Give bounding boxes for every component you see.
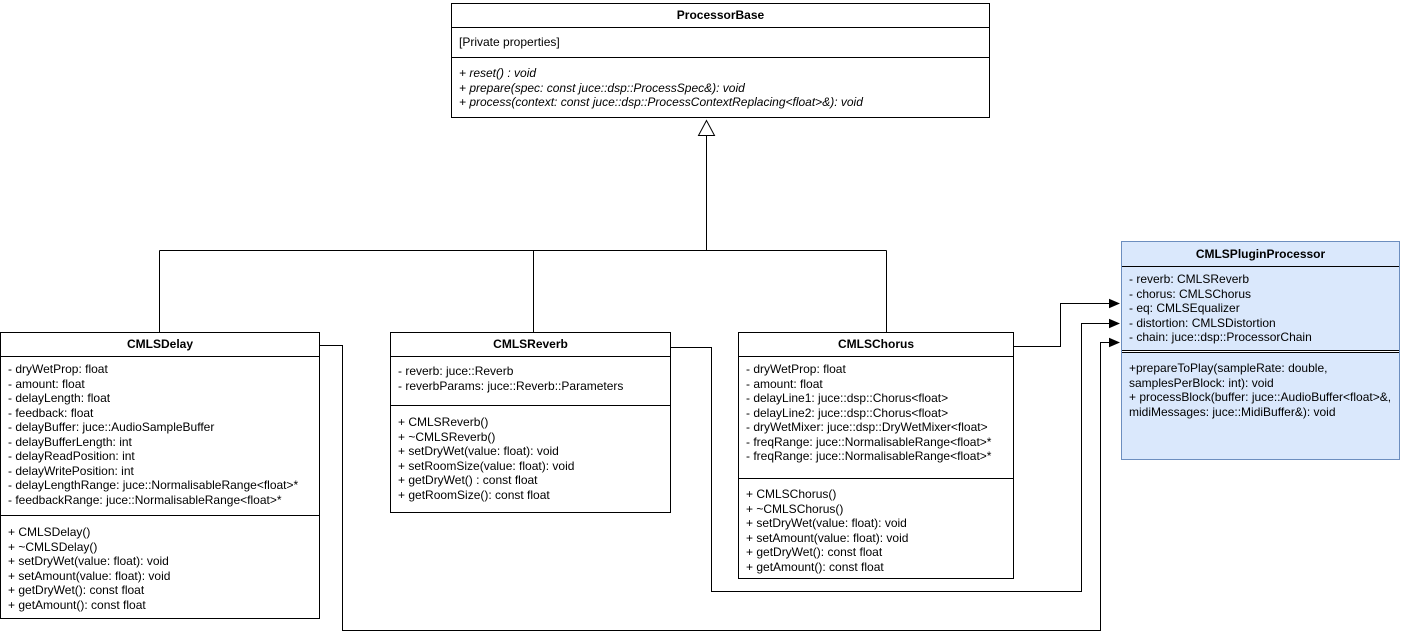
member-row: + CMLSChorus() [746,487,837,501]
member-row: + getDryWet(): const float [746,545,883,559]
member-row: + CMLSDelay() [8,525,91,539]
member-row: - delayLengthRange: juce::NormalisableRa… [8,478,299,492]
member-row: - amount: float [746,376,823,391]
methods-section: + CMLSDelay()+ ~CMLSDelay()+ setDryWet(v… [1,515,319,612]
class-title: CMLSDelay [1,333,319,357]
member-row: + reset() : void [459,66,537,80]
member-row: + prepare(spec: const juce::dsp::Process… [459,80,745,95]
class-title: CMLSChorus [739,333,1013,357]
inheritance-connector [159,135,887,332]
methods-section: + CMLSChorus()+ ~CMLSChorus()+ setDryWet… [739,478,1013,574]
member-row: + CMLSReverb() [398,415,489,429]
association-chorus-to-plugin [1014,303,1110,347]
member-row: + getDryWet(): const float [8,583,145,597]
member-row: - delayReadPosition: int [8,449,135,463]
member-row: - chorus: CMLSChorus [1129,286,1252,301]
member-row: - dryWetMixer: juce::dsp::DryWetMixer<fl… [746,420,988,434]
member-row: + setAmount(value: float): void [8,568,171,583]
member-row: + ~CMLSDelay() [8,539,98,554]
attributes-section: - reverb: CMLSReverb- chorus: CMLSChorus… [1122,267,1399,350]
methods-section: + reset() : void+ prepare(spec: const ju… [452,57,989,110]
member-row: - delayBufferLength: int [8,434,132,449]
association-arrowhead-icon [1109,337,1120,348]
methods-section: + CMLSReverb()+ ~CMLSReverb()+ setDryWet… [391,405,670,502]
member-row: - chain: juce::dsp::ProcessorChain [1129,330,1312,344]
member-row: + setDryWet(value: float): void [398,444,559,458]
member-row: + setAmount(value: float): void [746,530,909,545]
member-row: + setDryWet(value: float): void [8,554,169,568]
member-row: - dryWetProp: float [8,362,108,376]
member-row: - feedback: float [8,405,94,420]
association-arrowhead-icon [1109,298,1120,309]
member-row: + process(context: const juce::dsp::Proc… [459,95,863,109]
member-row: + getAmount(): const float [746,559,884,574]
member-row: - eq: CMLSEqualizer [1129,301,1240,315]
member-row: - reverbParams: juce::Reverb::Parameters [398,378,624,393]
member-row: - freqRange: juce::NormalisableRange<flo… [746,434,992,449]
class-cmls-delay: CMLSDelay - dryWetProp: float- amount: f… [0,332,320,619]
member-row: - delayWritePosition: int [8,463,134,478]
class-cmls-reverb: CMLSReverb - reverb: juce::Reverb- rever… [390,332,671,513]
class-title: CMLSReverb [391,333,670,357]
member-row: - freqRange: juce::NormalisableRange<flo… [746,449,992,463]
member-row: - delayBuffer: juce::AudioSampleBuffer [8,420,215,434]
member-row: [Private properties] [459,35,560,49]
member-row: - reverb: CMLSReverb [1129,272,1250,286]
class-cmls-plugin-processor: CMLSPluginProcessor - reverb: CMLSReverb… [1121,241,1400,460]
member-row: - feedbackRange: juce::NormalisableRange… [8,492,282,507]
association-arrowhead-icon [1109,318,1120,329]
member-row: - distortion: CMLSDistortion [1129,315,1276,330]
attributes-section: - dryWetProp: float- amount: float- dela… [739,357,1013,478]
methods-section: +prepareToPlay(sampleRate: double, sampl… [1122,353,1399,419]
member-row: + setRoomSize(value: float): void [398,458,575,473]
member-row: + setDryWet(value: float): void [746,516,907,530]
class-title: ProcessorBase [452,4,989,28]
member-row: +prepareToPlay(sampleRate: double, sampl… [1129,361,1328,390]
class-title: CMLSPluginProcessor [1122,242,1399,267]
member-row: + processBlock(buffer: juce::AudioBuffer… [1129,390,1392,419]
member-row: - delayLine2: juce::dsp::Chorus<float> [746,405,949,420]
member-row: + getRoomSize(): const float [398,487,550,502]
inheritance-arrowhead-icon [697,119,716,136]
member-row: - delayLine1: juce::dsp::Chorus<float> [746,391,949,405]
private-properties-section: [Private properties] [452,28,989,57]
member-row: - reverb: juce::Reverb [398,364,514,378]
member-row: + ~CMLSReverb() [398,429,496,444]
member-row: + getAmount(): const float [8,597,146,612]
member-row: + getDryWet() : const float [398,473,538,487]
member-row: - dryWetProp: float [746,362,846,376]
attributes-section: - reverb: juce::Reverb- reverbParams: ju… [391,357,670,405]
class-cmls-chorus: CMLSChorus - dryWetProp: float- amount: … [738,332,1014,579]
attributes-section: - dryWetProp: float- amount: float- dela… [1,357,319,515]
member-row: - amount: float [8,376,85,391]
class-processor-base: ProcessorBase [Private properties] + res… [451,3,990,118]
double-separator [1122,350,1399,353]
member-row: + ~CMLSChorus() [746,501,844,516]
member-row: - delayLength: float [8,391,111,405]
